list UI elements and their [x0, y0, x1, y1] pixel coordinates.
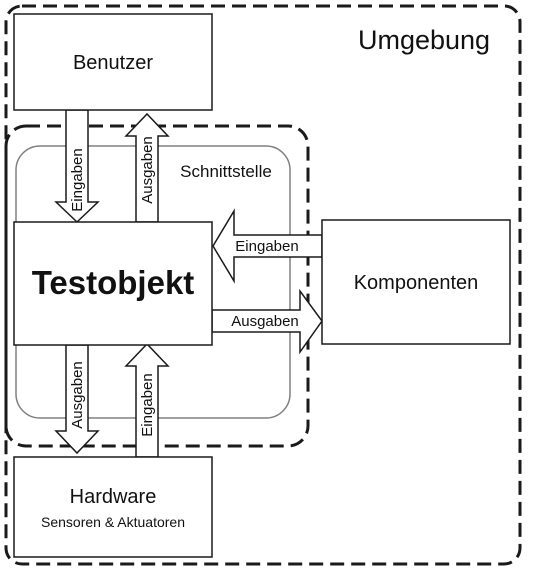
arrow-hardware-inputs: Eingaben [124, 342, 170, 458]
arrow-hardware-outputs-label: Ausgaben [69, 361, 86, 429]
arrow-component-inputs: Eingaben [212, 208, 323, 284]
interface-label: Schnittstelle [180, 162, 272, 181]
arrow-component-inputs-label: Eingaben [235, 238, 298, 255]
arrow-user-outputs: Ausgaben [124, 112, 170, 223]
arrow-user-inputs: Eingaben [54, 109, 100, 224]
hardware-box: Hardware Sensoren & Aktuatoren [13, 456, 213, 558]
hardware-sublabel: Sensoren & Aktuatoren [41, 514, 185, 530]
environment-label: Umgebung [358, 25, 490, 55]
arrow-component-outputs-label: Ausgaben [231, 313, 299, 330]
arrow-user-inputs-label: Eingaben [69, 148, 86, 211]
components-box: Komponenten [321, 219, 511, 345]
user-box: Benutzer [13, 13, 213, 111]
arrow-component-outputs: Ausgaben [211, 288, 323, 355]
arrow-hardware-outputs: Ausgaben [54, 344, 100, 455]
arrow-user-outputs-label: Ausgaben [139, 136, 156, 204]
test-object-box: Testobjekt [13, 221, 213, 346]
test-object-label: Testobjekt [32, 264, 195, 301]
user-label: Benutzer [73, 52, 153, 74]
hardware-label: Hardware [70, 486, 157, 508]
components-label: Komponenten [354, 272, 479, 294]
arrow-hardware-inputs-label: Eingaben [139, 373, 156, 436]
